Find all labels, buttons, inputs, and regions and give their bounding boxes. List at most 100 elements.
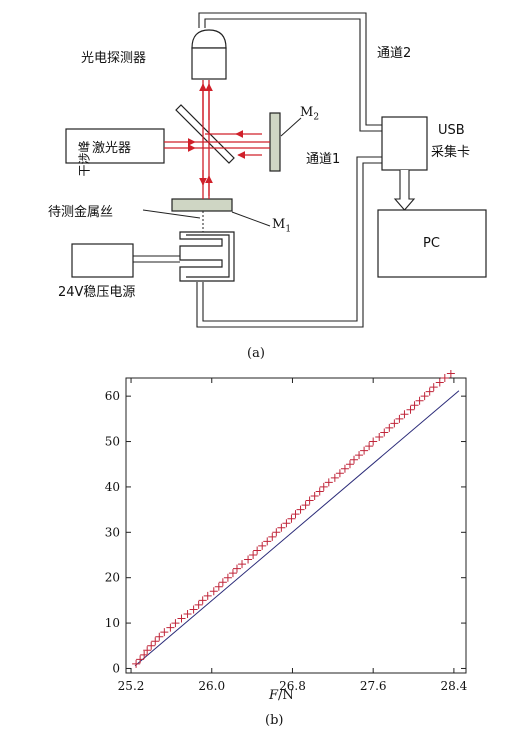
data-point — [277, 523, 286, 532]
data-point — [375, 433, 384, 441]
data-point — [395, 414, 404, 423]
y-tick-label: 50 — [105, 435, 120, 449]
y-tick-label: 0 — [112, 661, 120, 675]
data-point — [160, 628, 169, 637]
photodetector-label: 光电探测器 — [81, 51, 147, 66]
power-supply-label: 24V稳压电源 — [58, 285, 136, 300]
data-point — [410, 401, 419, 410]
data-point — [194, 600, 203, 609]
laser-label: 激光器 — [92, 141, 132, 156]
data-point — [228, 569, 237, 578]
y-tick-label: 60 — [105, 389, 120, 403]
data-point — [296, 505, 305, 514]
data-point — [136, 655, 145, 664]
y-tick-label: 40 — [105, 480, 120, 494]
data-point — [189, 605, 198, 614]
laser-box — [65, 128, 165, 164]
data-point — [140, 650, 149, 659]
data-point — [291, 510, 300, 519]
mirror2-label: M2 — [300, 105, 320, 123]
data-point — [203, 591, 212, 600]
data-arrow — [393, 170, 416, 211]
usb-card-label: 采集卡 — [431, 145, 471, 160]
data-point — [360, 446, 369, 455]
y-tick-label: 20 — [105, 571, 120, 585]
data-point — [310, 492, 319, 500]
data-point — [335, 469, 344, 478]
data-point — [324, 478, 333, 487]
data-point — [406, 405, 415, 414]
data-point — [355, 451, 364, 460]
setup-diagram — [65, 12, 487, 328]
data-point — [147, 641, 156, 650]
data-point — [380, 428, 389, 437]
data-point — [232, 564, 241, 573]
fit-line — [134, 390, 460, 667]
channel1-label: 通道1 — [306, 152, 341, 167]
data-point — [315, 487, 324, 496]
data-point — [435, 378, 444, 387]
data-point — [258, 541, 267, 550]
data-point — [238, 560, 247, 569]
channel2-label: 通道2 — [377, 46, 412, 61]
pc-label: PC — [423, 236, 440, 251]
data-point — [415, 396, 424, 405]
data-point — [132, 659, 141, 668]
data-point — [330, 473, 339, 482]
data-point — [420, 392, 429, 401]
data-point — [249, 551, 258, 559]
usb-card-box — [381, 116, 428, 171]
data-point — [345, 460, 354, 469]
laser-beams — [164, 80, 270, 199]
usb-label: USB — [438, 123, 465, 138]
data-point — [223, 573, 232, 582]
mirror-m2 — [269, 112, 281, 172]
data-point — [143, 646, 152, 655]
data-point — [319, 482, 328, 491]
data-point — [214, 582, 223, 591]
data-point — [440, 374, 449, 382]
data-point — [155, 632, 164, 641]
data-point — [446, 370, 455, 378]
data-point — [209, 587, 218, 596]
x-tick-label: 26.0 — [198, 679, 225, 693]
channel1-cable — [196, 156, 382, 328]
data-point — [272, 528, 281, 537]
x-tick-label: 25.2 — [118, 679, 145, 693]
data-point — [429, 383, 438, 392]
data-point — [425, 387, 434, 396]
x-tick-label: 26.8 — [279, 679, 306, 693]
mirror-m1 — [171, 198, 233, 212]
data-point — [218, 578, 227, 587]
data-point — [301, 501, 310, 510]
data-point — [385, 423, 394, 432]
data-point — [282, 519, 291, 528]
pc-box — [377, 209, 487, 278]
power-supply-box — [71, 243, 134, 278]
channel2-cable — [198, 12, 382, 132]
heater-holder — [179, 231, 235, 282]
photodetector — [191, 29, 227, 80]
data-point — [253, 546, 262, 555]
data-point — [365, 442, 374, 451]
data-point — [305, 496, 314, 505]
wire-label: 待测金属丝 — [48, 205, 114, 220]
data-point — [287, 514, 296, 523]
mirror1-label: M1 — [272, 217, 292, 235]
caption-a: (a) — [247, 346, 265, 361]
data-point — [350, 455, 359, 464]
chart-xlabel: F/N — [269, 688, 294, 703]
data-point — [183, 610, 192, 618]
data-point — [198, 596, 207, 605]
data-point — [369, 437, 378, 446]
data-point — [340, 464, 349, 473]
data-point — [177, 614, 186, 623]
data-point — [400, 410, 409, 419]
data-point — [166, 623, 175, 632]
data-point — [151, 637, 160, 646]
data-point — [171, 619, 180, 628]
data-point — [268, 532, 277, 541]
plot-frame — [125, 377, 467, 674]
y-tick-label: 10 — [105, 616, 120, 630]
